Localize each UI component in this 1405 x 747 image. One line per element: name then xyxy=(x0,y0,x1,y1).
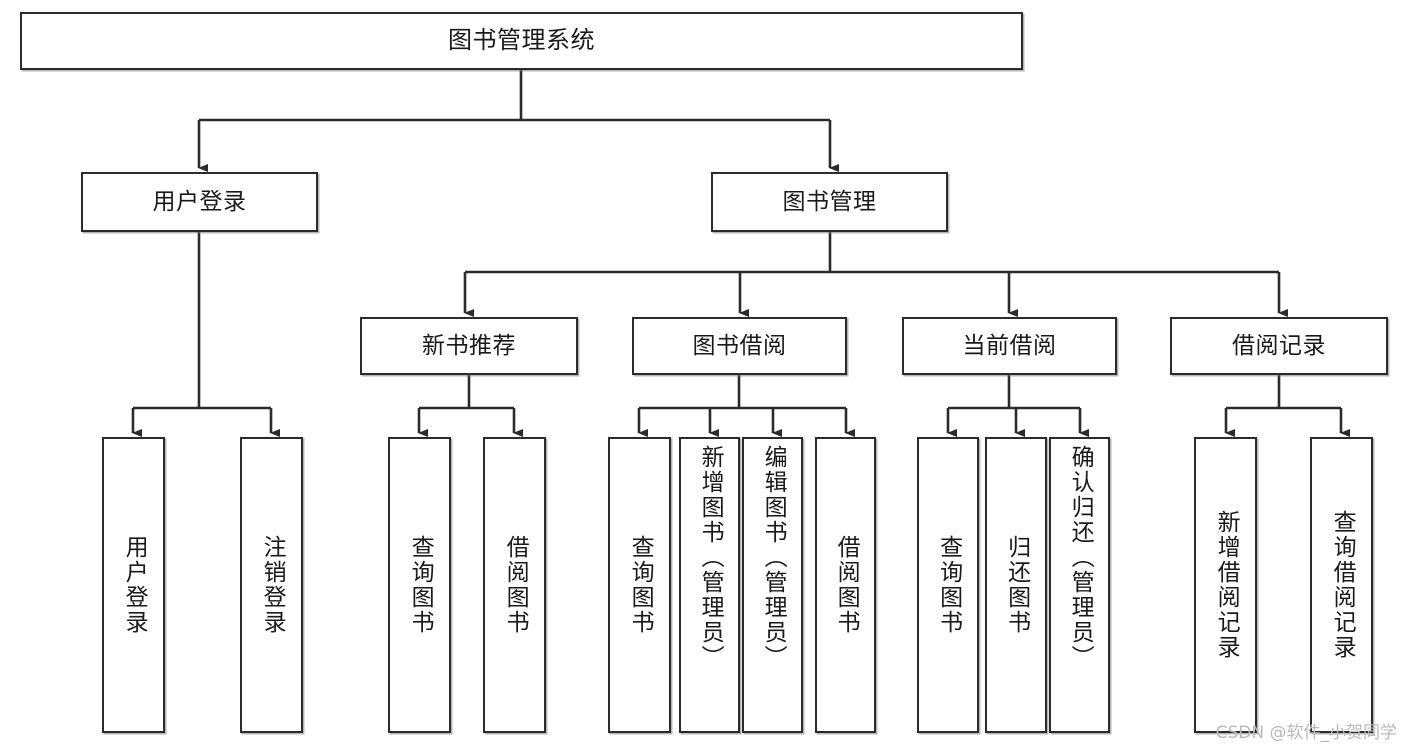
node-label: 图书管理 xyxy=(782,188,877,215)
leaf-user-login[interactable]: 用户登录 xyxy=(102,437,165,733)
node-label: 注销登录 xyxy=(259,535,286,635)
leaf-edit-book-admin[interactable]: 编辑图书（管理员） xyxy=(742,437,803,733)
leaf-add-book-admin[interactable]: 新增图书（管理员） xyxy=(679,437,740,733)
node-label: 当前借阅 xyxy=(962,332,1057,359)
csdn-watermark: CSDN @软件_小贺同学 xyxy=(1215,723,1397,743)
node-label: 查询图书 xyxy=(627,535,654,635)
node-user-login[interactable]: 用户登录 xyxy=(81,172,318,232)
node-label: 编辑图书（管理员） xyxy=(760,445,787,670)
node-label: 用户登录 xyxy=(121,535,148,635)
leaf-return-books[interactable]: 归还图书 xyxy=(985,437,1047,733)
node-borrow-records[interactable]: 借阅记录 xyxy=(1170,317,1388,375)
node-label: 借阅图书 xyxy=(502,535,529,635)
node-label: 新增图书（管理员） xyxy=(697,445,724,670)
leaf-borrow-books[interactable]: 借阅图书 xyxy=(815,437,876,733)
node-label: 新书推荐 xyxy=(422,332,516,359)
node-label: 借阅图书 xyxy=(833,535,860,635)
node-label: 用户登录 xyxy=(152,188,247,215)
node-label: 图书借阅 xyxy=(692,332,787,359)
leaf-logout[interactable]: 注销登录 xyxy=(240,437,303,733)
node-book-management[interactable]: 图书管理 xyxy=(711,172,948,232)
node-label: 新增借阅记录 xyxy=(1213,510,1240,660)
node-label: 查询图书 xyxy=(935,535,962,635)
node-book-borrowing[interactable]: 图书借阅 xyxy=(632,317,847,375)
node-label: 借阅记录 xyxy=(1232,332,1326,359)
node-label: 查询借阅记录 xyxy=(1329,510,1356,660)
node-new-book-recommendation[interactable]: 新书推荐 xyxy=(360,317,578,375)
leaf-query-books-borrow[interactable]: 查询图书 xyxy=(608,437,671,733)
leaf-query-borrow-record[interactable]: 查询借阅记录 xyxy=(1310,437,1373,733)
node-label: 归还图书 xyxy=(1003,535,1030,635)
leaf-query-books-current[interactable]: 查询图书 xyxy=(917,437,979,733)
node-label: 查询图书 xyxy=(407,535,434,635)
leaf-add-borrow-record[interactable]: 新增借阅记录 xyxy=(1194,437,1257,733)
node-current-borrowing[interactable]: 当前借阅 xyxy=(902,317,1117,375)
node-label: 图书管理系统 xyxy=(448,26,595,55)
leaf-confirm-return-admin[interactable]: 确认归还（管理员） xyxy=(1049,437,1110,733)
node-label: 确认归还（管理员） xyxy=(1067,445,1094,670)
leaf-query-books-recommend[interactable]: 查询图书 xyxy=(388,437,451,733)
node-root-book-management-system[interactable]: 图书管理系统 xyxy=(20,12,1023,70)
leaf-borrow-books-recommend[interactable]: 借阅图书 xyxy=(483,437,546,733)
